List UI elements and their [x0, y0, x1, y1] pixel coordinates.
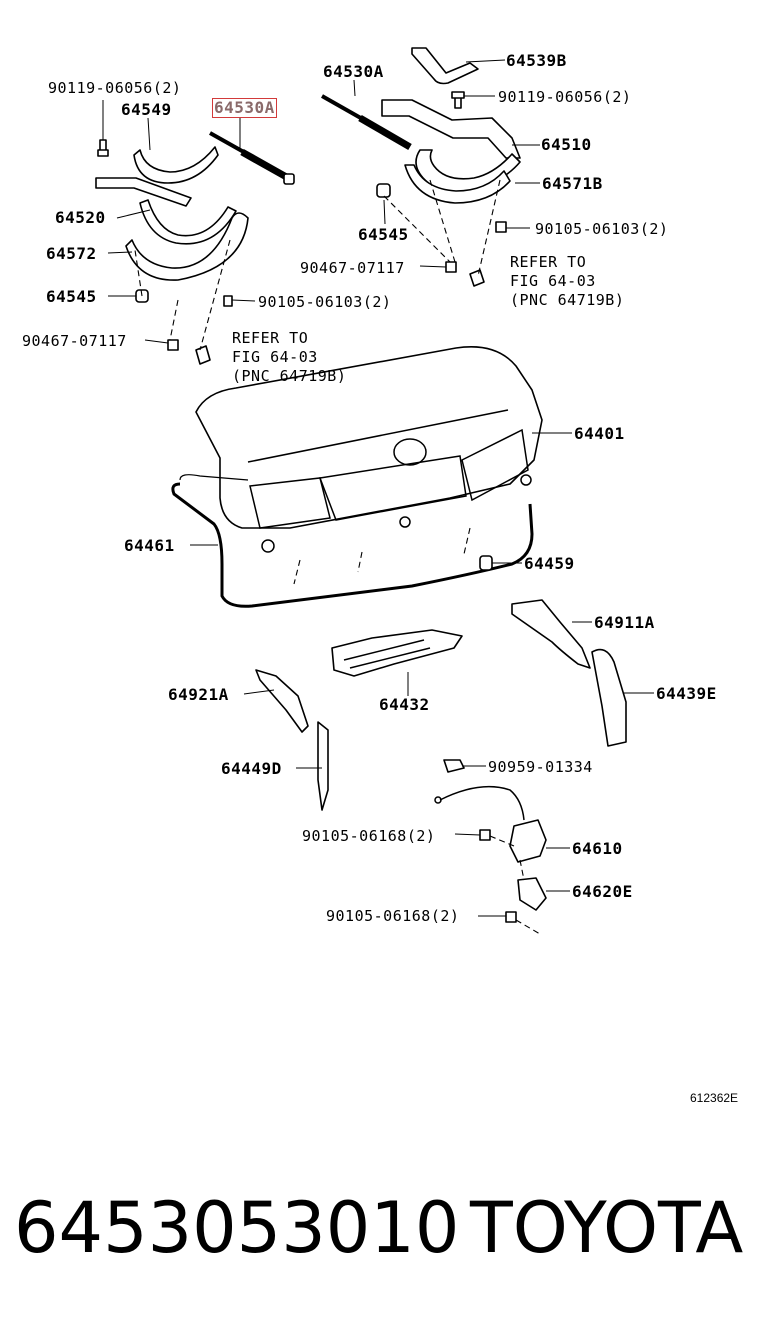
label-64571b: 64571B — [542, 174, 603, 193]
left-hinge-assembly — [95, 100, 249, 365]
label-64545-right: 64545 — [358, 225, 409, 244]
handle-64432 — [331, 629, 463, 696]
label-64530a-highlighted: 64530A — [212, 98, 277, 118]
label-64549: 64549 — [121, 100, 172, 119]
refer-left-line1: REFER TO — [232, 329, 309, 347]
panel-64449d — [317, 721, 329, 811]
refer-right-line2: FIG 64-03 — [510, 272, 596, 290]
label-90119-06056-right: 90119-06056(2) — [498, 88, 632, 106]
left-support-strut — [209, 117, 295, 185]
panel-64439e — [591, 648, 627, 747]
label-64401: 64401 — [574, 424, 625, 443]
label-90119-06056-left: 90119-06056(2) — [48, 79, 182, 97]
cushion-64459 — [479, 555, 493, 571]
label-64439e: 64439E — [656, 684, 717, 703]
parts-diagram: 90119-06056(2) 64549 64530A 64530A 64539… — [22, 47, 738, 1105]
label-64539b: 64539B — [506, 51, 567, 70]
label-90105-06168-upper: 90105-06168(2) — [302, 827, 436, 845]
label-64510: 64510 — [541, 135, 592, 154]
label-64520: 64520 — [55, 208, 106, 227]
label-64459: 64459 — [524, 554, 575, 573]
panel-64911a — [511, 599, 591, 669]
part-number: 6453053010 — [14, 1187, 460, 1269]
label-64911a: 64911A — [594, 613, 655, 632]
refer-note-right: REFER TO FIG 64-03 (PNC 64719B) — [510, 253, 624, 310]
label-64449d: 64449D — [221, 759, 282, 778]
label-90959-01334: 90959-01334 — [488, 758, 593, 776]
label-64461: 64461 — [124, 536, 175, 555]
refer-right-line1: REFER TO — [510, 253, 587, 271]
leader-lines — [107, 59, 654, 917]
footer: 6453053010 TOYOTA — [0, 1185, 760, 1275]
label-64530a: 64530A — [323, 62, 384, 81]
figure-code: 612362E — [690, 1091, 739, 1105]
label-90105-06103-right: 90105-06103(2) — [535, 220, 669, 238]
label-64921a: 64921A — [168, 685, 229, 704]
brand-name: TOYOTA — [470, 1187, 744, 1269]
panel-64921a — [255, 669, 309, 733]
label-64620e: 64620E — [572, 882, 633, 901]
label-64610: 64610 — [572, 839, 623, 858]
label-90467-07117-right: 90467-07117 — [300, 259, 405, 277]
label-90105-06168-lower: 90105-06168(2) — [326, 907, 460, 925]
refer-left-line2: FIG 64-03 — [232, 348, 318, 366]
diagram-drawing — [95, 47, 654, 935]
lock-assembly — [434, 759, 547, 935]
label-64432: 64432 — [379, 695, 430, 714]
label-64545-left: 64545 — [46, 287, 97, 306]
right-hinge-assembly — [321, 47, 521, 287]
refer-note-left: REFER TO FIG 64-03 (PNC 64719B) — [232, 329, 346, 386]
label-90467-07117-left: 90467-07117 — [22, 332, 127, 350]
label-90105-06103-left: 90105-06103(2) — [258, 293, 392, 311]
refer-left-line3: (PNC 64719B) — [232, 367, 347, 385]
trunk-lid — [195, 346, 543, 585]
refer-right-line3: (PNC 64719B) — [510, 291, 625, 309]
label-64572: 64572 — [46, 244, 97, 263]
